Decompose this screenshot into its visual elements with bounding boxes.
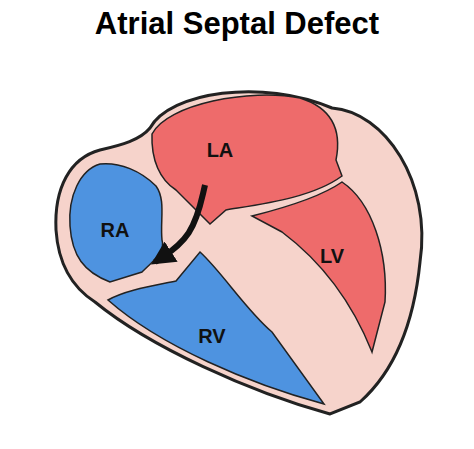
right-atrium [70,164,163,282]
heart-chamber: RA [75,190,155,270]
shunt-arrow [155,185,205,262]
chamber-label: LA [207,139,234,162]
diagram-title: Atrial Septal Defect [0,6,474,42]
heart-chamber: RV [188,315,235,358]
chamber-label: RV [198,325,225,348]
left-ventricle [252,182,385,352]
heart-wall [56,92,422,414]
heart-chamber: LA [170,115,270,185]
heart-chamber: LV [310,235,354,278]
right-ventricle [108,252,324,404]
chamber-label: RA [101,219,130,242]
chamber-label: LV [320,245,344,268]
